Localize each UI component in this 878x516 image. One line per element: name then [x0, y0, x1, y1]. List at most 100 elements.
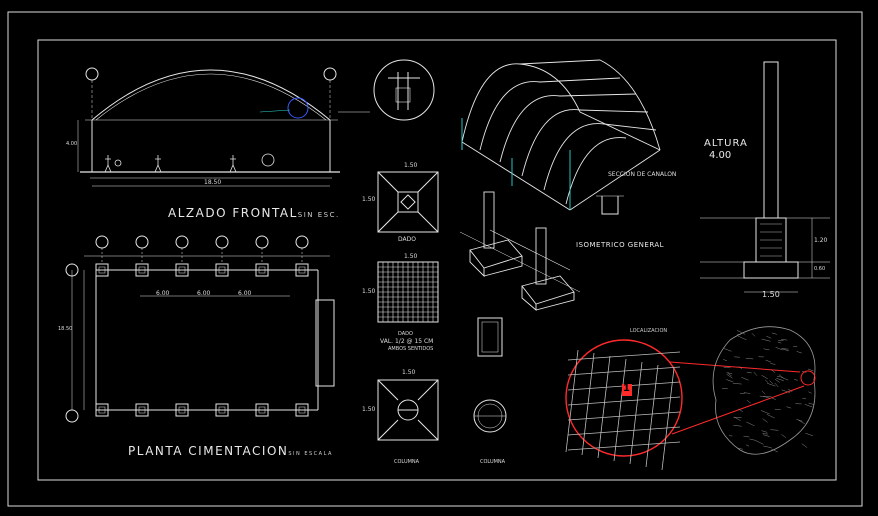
axis-bubble-a-top	[85, 67, 99, 81]
city-block	[743, 435, 750, 438]
wall-dim-base: 1.50	[762, 290, 780, 299]
city-block	[807, 368, 814, 372]
alzado-height-dim: 4.00	[66, 141, 78, 147]
altura-label: ALTURA	[704, 138, 748, 149]
altura-value: 4.00	[709, 150, 732, 161]
zapata-dim-top: 1.50	[404, 162, 418, 169]
sheet-border-outer	[7, 11, 863, 507]
city-block	[732, 383, 742, 385]
city-block	[775, 346, 783, 351]
footing-bottom	[215, 403, 229, 417]
city-block	[771, 369, 776, 373]
city-block	[751, 333, 756, 337]
city-block	[805, 433, 813, 437]
city-block	[726, 372, 732, 377]
city-block	[801, 443, 808, 448]
city-block	[781, 338, 788, 341]
footing-top	[255, 263, 269, 277]
plan-dim-mid-1: 6.00	[156, 290, 170, 297]
map-street	[567, 411, 681, 421]
map-street	[645, 364, 659, 468]
parrilla-dim-top: 1.50	[404, 253, 418, 260]
footing-top	[215, 263, 229, 277]
city-block	[774, 379, 780, 383]
city-block	[738, 366, 743, 370]
city-block	[746, 421, 755, 427]
city-block	[770, 429, 779, 431]
plan-axis-2	[135, 235, 149, 417]
city-block	[761, 390, 766, 395]
city-block	[796, 418, 803, 422]
parrilla-note-2: AMBOS SENTIDOS	[388, 346, 434, 352]
city-block	[781, 434, 786, 438]
footing-bottom	[95, 403, 109, 417]
plan-axis-5	[255, 235, 269, 417]
city-block	[764, 379, 769, 383]
planta-title-text: PLANTA CIMENTACION	[128, 444, 289, 458]
columna-title: COLUMNA	[394, 459, 420, 465]
city-block	[794, 379, 798, 381]
city-block	[763, 348, 770, 351]
plan-dim-mid-2: 6.00	[197, 290, 211, 297]
city-block	[743, 392, 751, 394]
sheet-border-inner	[37, 39, 837, 481]
map-street	[567, 396, 681, 406]
city-block	[769, 380, 774, 385]
plan-dim-mid-3: 6.00	[238, 290, 252, 297]
city-block	[778, 374, 784, 379]
alzado-scale-text: SIN ESC.	[297, 211, 340, 219]
city-block	[753, 371, 758, 376]
alzado-title-text: ALZADO FRONTAL	[168, 206, 298, 220]
map-street	[567, 426, 681, 436]
city-block	[762, 434, 770, 437]
city-block	[808, 391, 812, 394]
city-block	[761, 430, 768, 433]
altura-wall-detail	[700, 61, 830, 293]
map-street	[567, 366, 681, 376]
city-block	[770, 448, 778, 453]
city-block	[804, 404, 813, 408]
location-marker: 1	[623, 383, 630, 394]
plan-axis-4	[215, 235, 229, 417]
city-block	[766, 414, 775, 419]
parrilla-note: VAL. 1/2 @ 15 CM	[380, 338, 434, 345]
corridor-block	[315, 299, 335, 387]
localizacion-title: LOCALIZACION	[630, 328, 668, 334]
city-block	[727, 372, 733, 375]
city-block	[786, 406, 792, 409]
plan-axis-row-B	[65, 409, 79, 423]
plan-dim-left: 18.50	[58, 326, 73, 332]
roof-detail-marker	[287, 97, 309, 119]
map-street	[565, 349, 579, 453]
city-block	[741, 376, 749, 381]
city-block	[766, 397, 770, 399]
plan-axis-6	[295, 235, 309, 417]
column-section-details	[473, 317, 507, 433]
canalon-title: SECCION DE CANALON	[608, 171, 677, 178]
city-block	[798, 419, 805, 424]
arch-roof-inner	[95, 73, 327, 121]
city-block	[771, 332, 777, 335]
wall-dim-2: 0.60	[814, 266, 826, 272]
city-block	[726, 379, 734, 383]
isometric-footings	[459, 191, 581, 311]
planta-cimentacion-view	[65, 235, 335, 423]
city-block	[808, 402, 814, 405]
city-block	[777, 341, 782, 344]
city-block	[765, 359, 772, 363]
city-block	[746, 400, 751, 404]
location-map	[565, 326, 816, 471]
city-block	[781, 348, 789, 350]
footing-top	[95, 263, 109, 277]
planta-scale-text: SIN ESCALA	[288, 451, 333, 457]
city-block	[761, 375, 768, 380]
plan-axis-1	[95, 235, 109, 417]
city-block	[745, 358, 754, 360]
city-block	[761, 338, 771, 342]
city-block	[760, 410, 770, 415]
city-block	[781, 389, 791, 393]
city-block	[746, 372, 752, 374]
rebar-grid-detail	[377, 261, 439, 323]
city-block	[766, 336, 772, 339]
